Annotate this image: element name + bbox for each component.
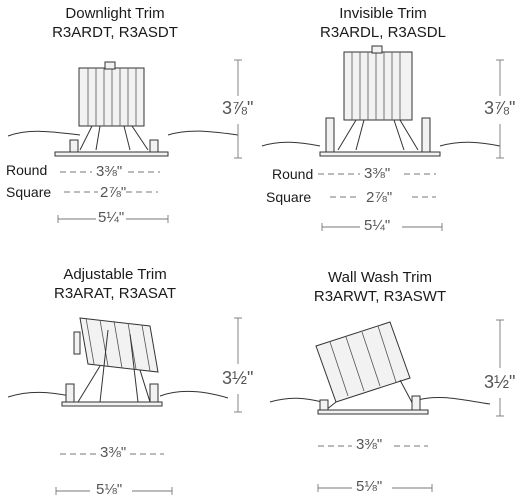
adjustable-models: R3ARAT, R3ASAT	[54, 285, 176, 302]
downlight-title-block: Downlight Trim R3ARDT, R3ASDT	[40, 4, 190, 42]
adjustable-title: Adjustable Trim	[63, 266, 167, 283]
downlight-overall-dim: 5¼"	[98, 209, 125, 226]
invisible-title: Invisible Trim	[339, 5, 427, 22]
wallwash-trim-drawing	[269, 319, 504, 492]
invisible-models: R3ARDL, R3ASDL	[320, 24, 446, 41]
invisible-trim-drawing	[261, 45, 504, 231]
adjustable-overall-dim: 5⅛"	[96, 481, 123, 498]
downlight-square-label: Square	[6, 184, 52, 200]
wallwash-models: R3ARWT, R3ASWT	[313, 288, 447, 305]
downlight-round-label: Round	[6, 162, 48, 178]
adjustable-trim-drawing	[7, 317, 242, 495]
invisible-overall-dim: 5¼"	[364, 217, 391, 234]
downlight-round-dim: 3⅜"	[96, 163, 123, 180]
downlight-models: R3ARDT, R3ASDT	[52, 24, 178, 41]
wallwash-overall-dim: 5⅛"	[356, 478, 383, 495]
wallwash-title: Wall Wash Trim	[328, 269, 432, 286]
wallwash-height-dim: 3½"	[484, 372, 516, 392]
invisible-round-label: Round	[272, 166, 314, 182]
downlight-square-dim: 2⅞"	[100, 184, 127, 201]
downlight-height-dim: 3⅞"	[222, 98, 254, 118]
adjustable-height-dim: 3½"	[222, 368, 254, 388]
invisible-square-label: Square	[266, 189, 312, 205]
adjustable-aperture-dim: 3⅜"	[100, 444, 127, 461]
downlight-title: Downlight Trim	[65, 5, 165, 22]
downlight-trim-drawing	[7, 59, 242, 223]
adjustable-title-block: Adjustable Trim R3ARAT, R3ASAT	[40, 265, 190, 303]
invisible-square-dim: 2⅞"	[366, 189, 393, 206]
wallwash-aperture-dim: 3⅜"	[356, 436, 383, 453]
wallwash-title-block: Wall Wash Trim R3ARWT, R3ASWT	[300, 268, 460, 306]
invisible-height-dim: 3⅞"	[484, 98, 516, 118]
invisible-round-dim: 3⅜"	[364, 165, 391, 182]
invisible-title-block: Invisible Trim R3ARDL, R3ASDL	[308, 4, 458, 42]
